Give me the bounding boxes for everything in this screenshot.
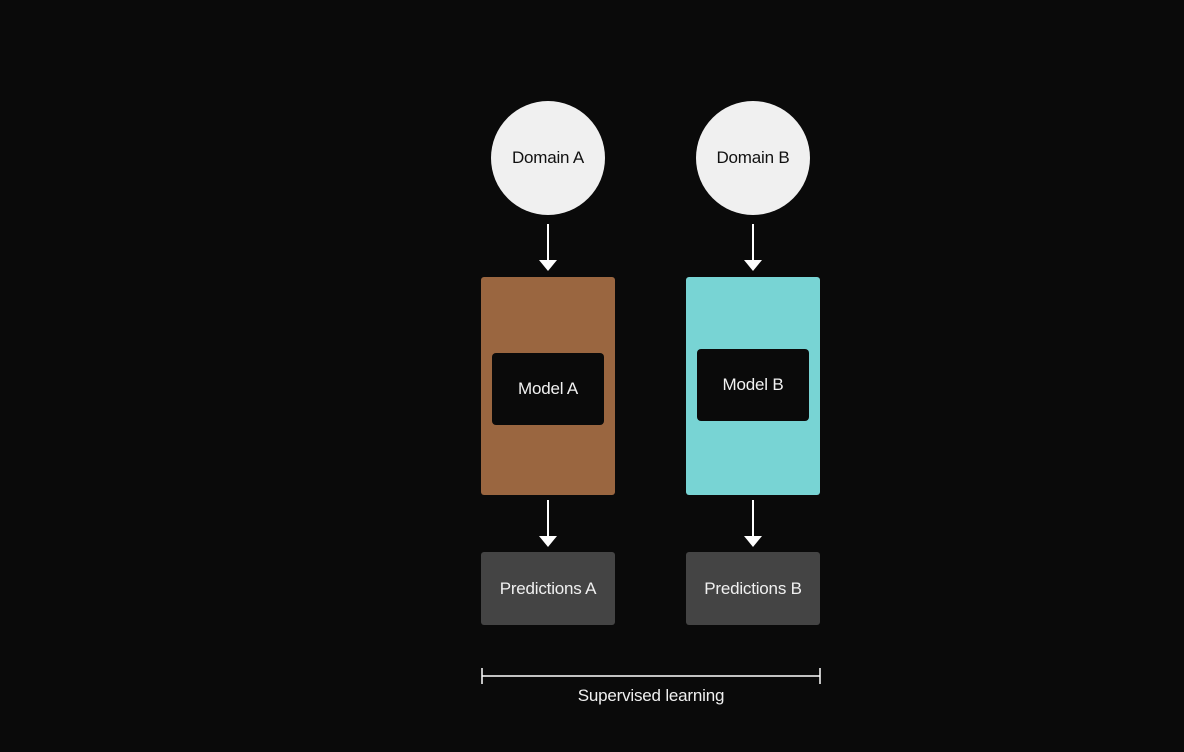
domain-b-node: Domain B <box>696 101 810 215</box>
model-b-box: Model B <box>697 349 809 421</box>
predictions-b-box: Predictions B <box>686 552 820 625</box>
model-a-label: Model A <box>517 379 579 398</box>
predictions-a-label: Predictions A <box>499 578 597 598</box>
arrow-model-b-to-predictions-b <box>744 500 762 547</box>
model-b-label: Model B <box>722 375 784 394</box>
predictions-a-box: Predictions A <box>481 552 615 625</box>
model-b-container: Model B <box>686 277 820 495</box>
supervised-learning-label: Supervised learning <box>577 686 725 705</box>
model-a-box: Model A <box>492 353 604 425</box>
model-a-container: Model A <box>481 277 615 495</box>
predictions-b-label: Predictions B <box>704 578 802 598</box>
supervised-learning-bracket <box>481 668 821 684</box>
arrow-model-a-to-predictions-a <box>539 500 557 547</box>
domain-a-label: Domain A <box>511 148 585 167</box>
domain-b-label: Domain B <box>716 148 790 167</box>
arrow-domain-b-to-model-b <box>744 224 762 271</box>
arrow-domain-a-to-model-a <box>539 224 557 271</box>
domain-a-node: Domain A <box>491 101 605 215</box>
